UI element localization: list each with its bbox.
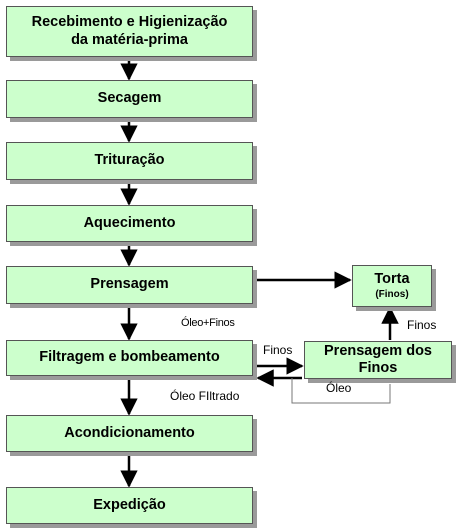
step-expedicao: Expedição bbox=[6, 487, 253, 524]
oleo-return-loop bbox=[291, 378, 391, 404]
side-prensagem-finos-line1: Prensagem dos bbox=[324, 342, 432, 359]
step-recebimento-line1: Recebimento e Higienização bbox=[31, 14, 228, 31]
step-expedicao-label: Expedição bbox=[93, 496, 166, 513]
step-prensagem-label: Prensagem bbox=[90, 276, 169, 293]
label-oleo-return: Óleo bbox=[326, 381, 352, 395]
side-torta: Torta (Finos) bbox=[352, 265, 432, 307]
step-acondicionamento: Acondicionamento bbox=[6, 415, 253, 452]
step-recebimento-line2: da matéria-prima bbox=[71, 31, 188, 48]
label-finos-prensagem: Finos bbox=[263, 343, 293, 357]
step-acondicionamento-label: Acondicionamento bbox=[64, 424, 195, 441]
label-oleo-finos: Óleo+Finos bbox=[181, 317, 235, 329]
step-secagem-label: Secagem bbox=[97, 90, 162, 107]
step-aquecimento-label: Aquecimento bbox=[83, 214, 176, 231]
step-recebimento: Recebimento e Higienização da matéria-pr… bbox=[6, 6, 253, 57]
step-filtragem: Filtragem e bombeamento bbox=[6, 340, 253, 376]
step-filtragem-label: Filtragem e bombeamento bbox=[39, 349, 220, 366]
step-prensagem: Prensagem bbox=[6, 266, 253, 304]
step-trituracao-label: Trituração bbox=[94, 152, 165, 169]
side-torta-sub: (Finos) bbox=[375, 288, 409, 300]
side-prensagem-finos: Prensagem dos Finos bbox=[304, 341, 452, 379]
step-secagem: Secagem bbox=[6, 80, 253, 118]
label-oleo-filtrado: Óleo FIltrado bbox=[170, 389, 240, 403]
step-trituracao: Trituração bbox=[6, 142, 253, 180]
label-finos-torta: Finos bbox=[407, 318, 437, 332]
side-prensagem-finos-line2: Finos bbox=[358, 360, 398, 376]
side-torta-title: Torta bbox=[374, 271, 410, 288]
step-aquecimento: Aquecimento bbox=[6, 205, 253, 242]
